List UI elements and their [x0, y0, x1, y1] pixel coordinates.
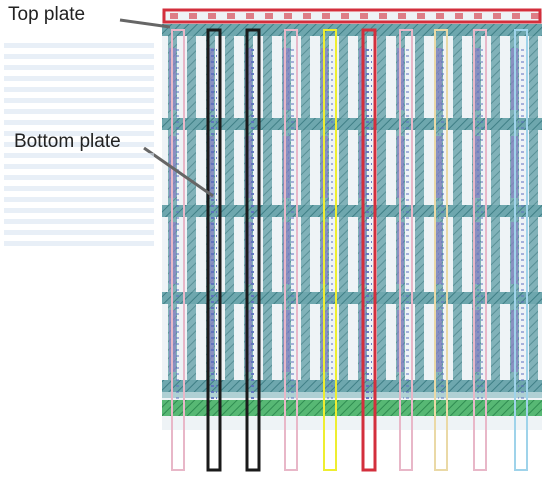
top-plate-bar [162, 8, 542, 24]
plate-via-column [438, 48, 444, 400]
vertical-metal-column [453, 36, 462, 380]
vertical-metal-column [491, 36, 500, 380]
top-plate-via [246, 13, 254, 19]
vertical-metal-column [415, 36, 424, 380]
top-plate-label: Top plate [8, 4, 86, 25]
top-plate-via [417, 13, 425, 19]
plate-via-column [327, 48, 333, 400]
via-stripe [207, 222, 214, 284]
via-stripe [283, 310, 290, 372]
top-plate-via [398, 13, 406, 19]
plate-black [245, 28, 261, 472]
plate-via-column [366, 48, 372, 400]
top-plate-via [208, 13, 216, 19]
plate-blue [514, 29, 528, 471]
plate-black [206, 28, 222, 472]
via-stripe [473, 136, 480, 198]
top-plate-via [531, 13, 539, 19]
top-plate-via [189, 13, 197, 19]
via-stripe [207, 310, 214, 372]
via-stripe [473, 310, 480, 372]
top-plate-via [493, 13, 501, 19]
top-plate-via [265, 13, 273, 19]
plate-pink [399, 29, 413, 471]
vertical-metal-column [529, 36, 538, 380]
via-stripe [473, 222, 480, 284]
plate-via-column [250, 48, 256, 400]
top-plate-via [341, 13, 349, 19]
plate-pink [473, 29, 487, 471]
bottom-plate-label: Bottom plate [14, 131, 121, 152]
top-plate-via [284, 13, 292, 19]
plate-via-column [211, 48, 217, 400]
top-plate-arrow [119, 18, 171, 29]
top-plate-via [474, 13, 482, 19]
via-stripe [207, 48, 214, 110]
top-plate-via [303, 13, 311, 19]
plate-via-column [518, 48, 524, 400]
plate-cream [434, 29, 448, 471]
vertical-metal-column [187, 36, 196, 380]
via-stripe [473, 48, 480, 110]
top-plate-via [227, 13, 235, 19]
vertical-metal-column [377, 36, 386, 380]
plate-via-column [175, 48, 181, 400]
via-stripe [283, 48, 290, 110]
vertical-metal-column [301, 36, 310, 380]
vertical-metal-column [263, 36, 272, 380]
layout-group [119, 8, 542, 472]
top-plate-via [512, 13, 520, 19]
lower-metal-strip [162, 392, 542, 398]
plate-pink [171, 29, 185, 471]
plate-via-column [477, 48, 483, 400]
plate-via-column [288, 48, 294, 400]
plate-red [361, 28, 377, 472]
vertical-metal-column [472, 36, 481, 380]
via-stripe [207, 136, 214, 198]
top-plate-via [322, 13, 330, 19]
top-plate-via [436, 13, 444, 19]
vertical-metal-column [339, 36, 348, 380]
via-stripe [283, 136, 290, 198]
top-plate-via [170, 13, 178, 19]
via-stripe [283, 222, 290, 284]
plate-pink [284, 29, 298, 471]
vertical-metal-column [282, 36, 291, 380]
plate-via-column [403, 48, 409, 400]
vertical-metal-column [206, 36, 215, 380]
faint-background-text [4, 40, 162, 250]
top-plate-via [360, 13, 368, 19]
top-plate-via [379, 13, 387, 19]
top-plate-via [455, 13, 463, 19]
vertical-metal-column [225, 36, 234, 380]
plate-yellow [323, 29, 337, 471]
